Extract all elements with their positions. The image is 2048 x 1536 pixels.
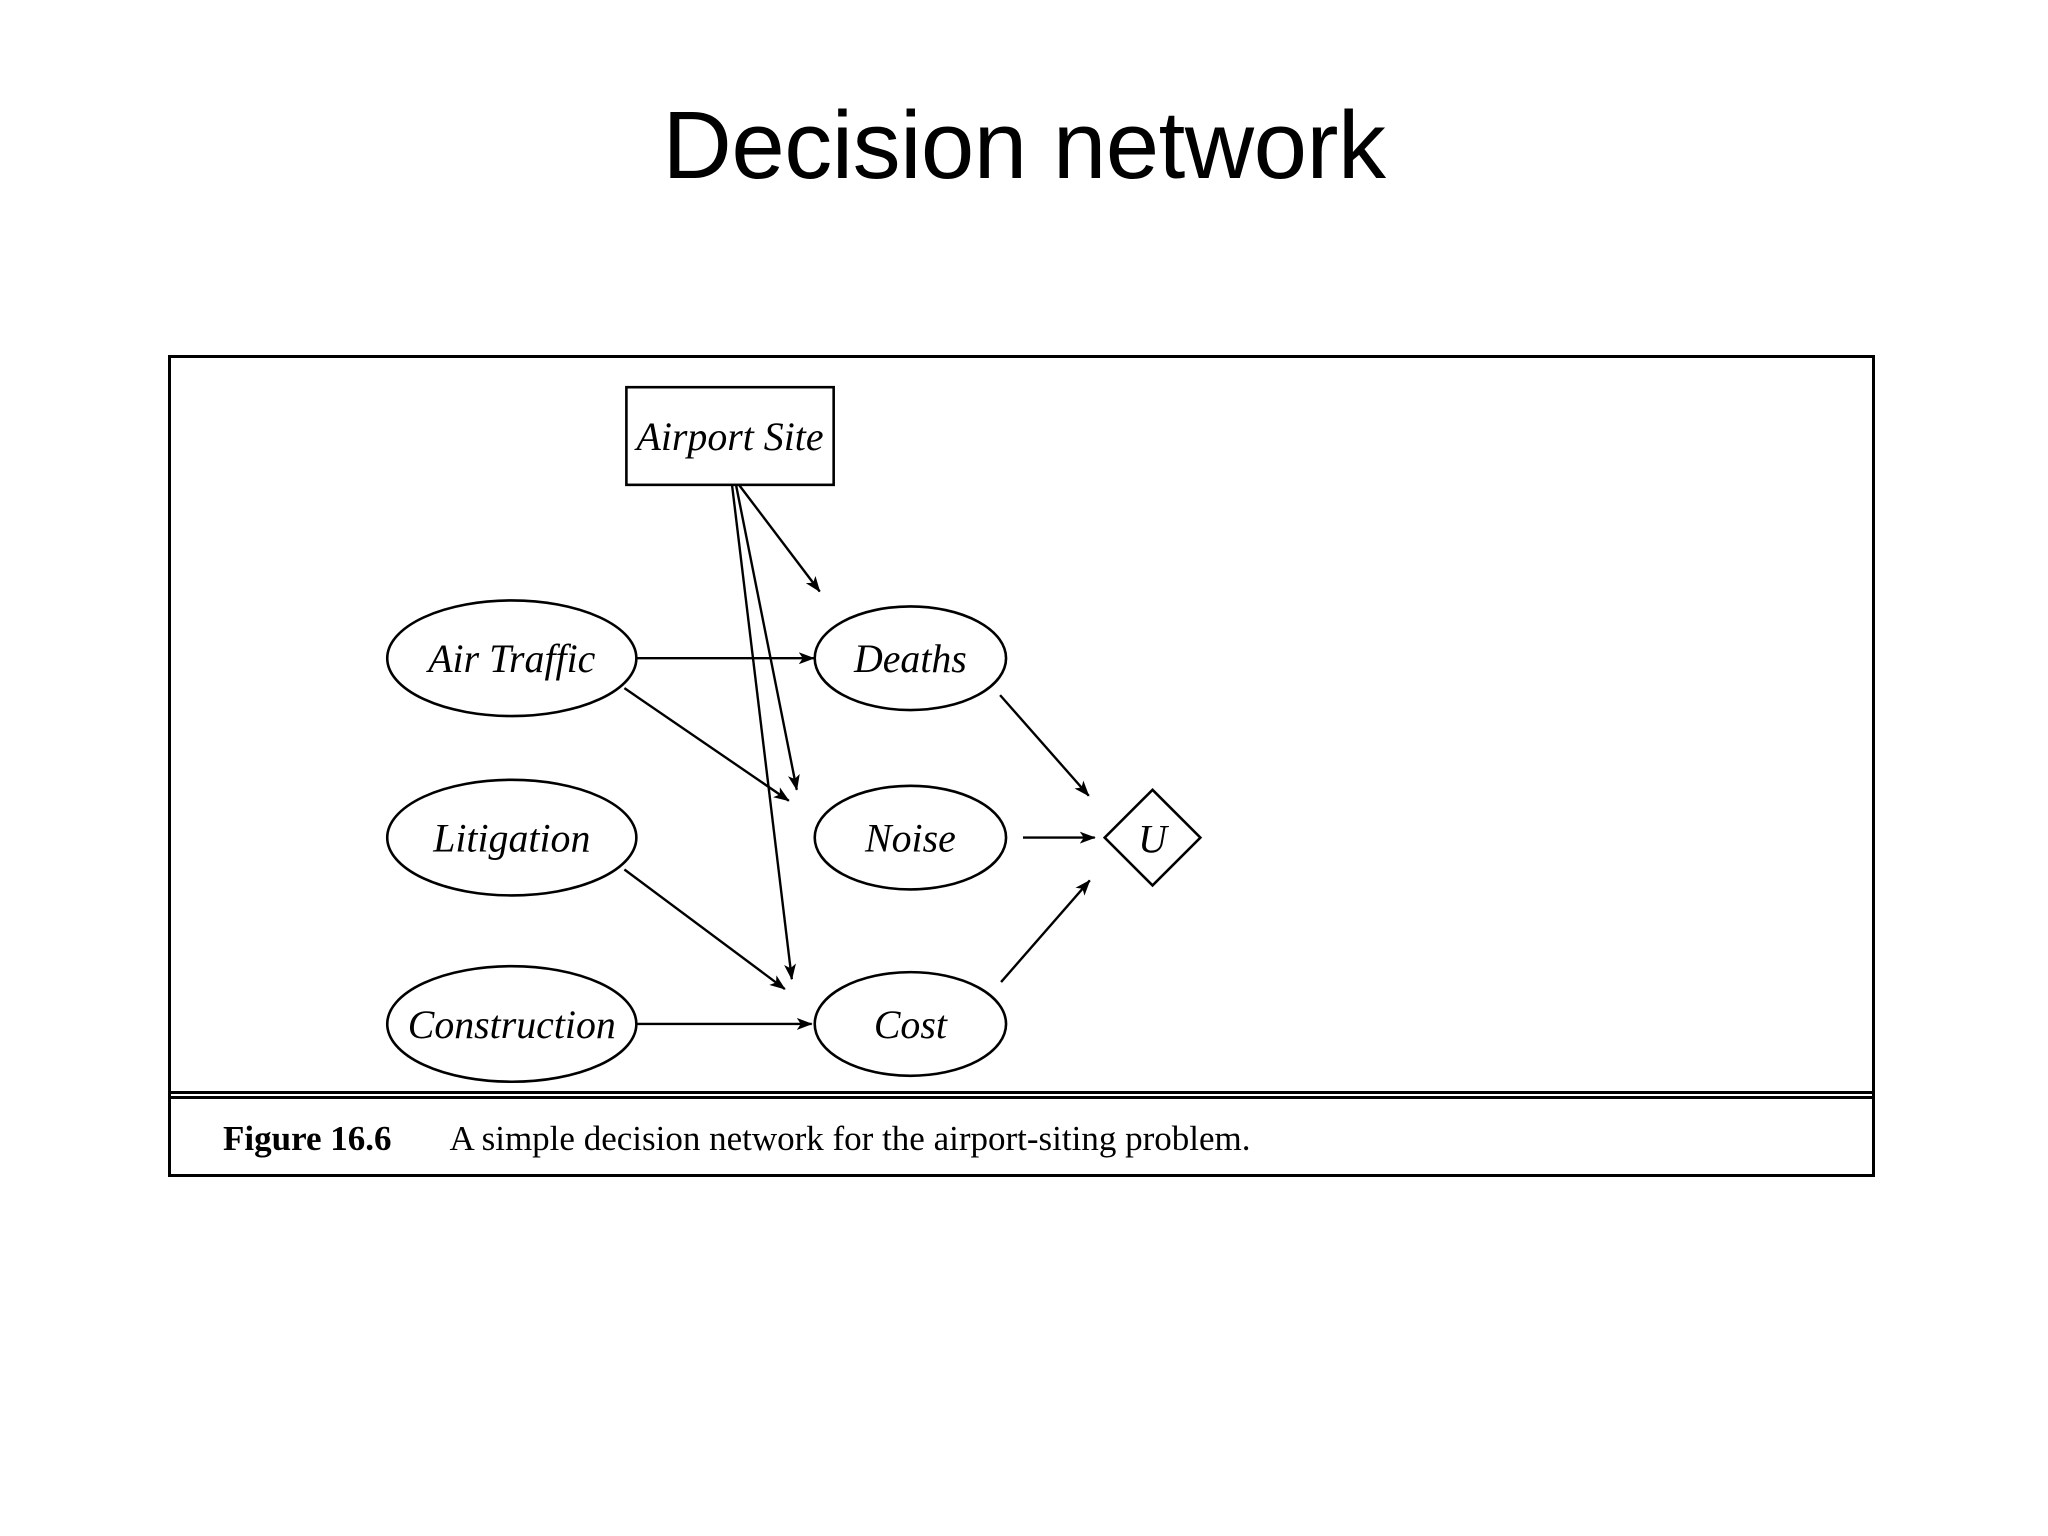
- node-construction-label: Construction: [408, 1002, 616, 1047]
- node-litigation-label: Litigation: [432, 816, 590, 861]
- node-cost-shape: [813, 970, 1008, 1078]
- edge-litigation-to-cost: [623, 868, 786, 991]
- page-title: Decision network: [662, 92, 1386, 199]
- node-airport-site[interactable]: Airport Site: [625, 385, 835, 487]
- node-noise-shape: [813, 784, 1008, 891]
- figure-frame: Airport Site Air Traffic Litigation Cons…: [168, 355, 1875, 1177]
- caption-divider: [171, 1091, 1872, 1099]
- figure-caption-text: A simple decision network for the airpor…: [449, 1118, 1251, 1158]
- node-cost-label: Cost: [874, 1002, 948, 1047]
- edge-airport-site-to-noise: [734, 484, 800, 791]
- edge-deaths-to-utility: [999, 694, 1090, 797]
- node-air-traffic[interactable]: Air Traffic: [385, 599, 638, 718]
- node-airport-site-shape: [625, 385, 835, 487]
- edge-airport-site-to-deaths: [738, 484, 821, 593]
- node-noise[interactable]: Noise: [813, 784, 1008, 891]
- node-utility-shape: [1102, 787, 1203, 888]
- node-airport-site-label: Airport Site: [634, 414, 824, 459]
- node-utility[interactable]: U: [1102, 787, 1203, 888]
- node-cost[interactable]: Cost: [813, 970, 1008, 1078]
- node-litigation-shape: [385, 778, 638, 897]
- node-air-traffic-shape: [385, 599, 638, 718]
- node-construction[interactable]: Construction: [385, 964, 638, 1084]
- node-construction-shape: [385, 964, 638, 1084]
- edge-air-traffic-to-noise: [623, 687, 790, 802]
- node-utility-label: U: [1138, 817, 1169, 862]
- edge-group: [623, 484, 1096, 1030]
- node-air-traffic-label: Air Traffic: [425, 636, 595, 681]
- node-deaths-shape: [813, 605, 1008, 712]
- node-litigation[interactable]: Litigation: [385, 778, 638, 897]
- node-noise-label: Noise: [864, 816, 956, 861]
- node-deaths[interactable]: Deaths: [813, 605, 1008, 712]
- figure-caption: Figure 16.6 A simple decision network fo…: [171, 1103, 1872, 1174]
- edge-airport-site-to-cost: [730, 484, 796, 981]
- node-deaths-label: Deaths: [853, 636, 967, 681]
- decision-network-diagram: Airport Site Air Traffic Litigation Cons…: [171, 358, 1872, 1095]
- figure-caption-label: Figure 16.6: [223, 1118, 392, 1158]
- edge-cost-to-utility: [1000, 879, 1091, 983]
- diagram-svg: Airport Site Air Traffic Litigation Cons…: [385, 385, 1203, 1084]
